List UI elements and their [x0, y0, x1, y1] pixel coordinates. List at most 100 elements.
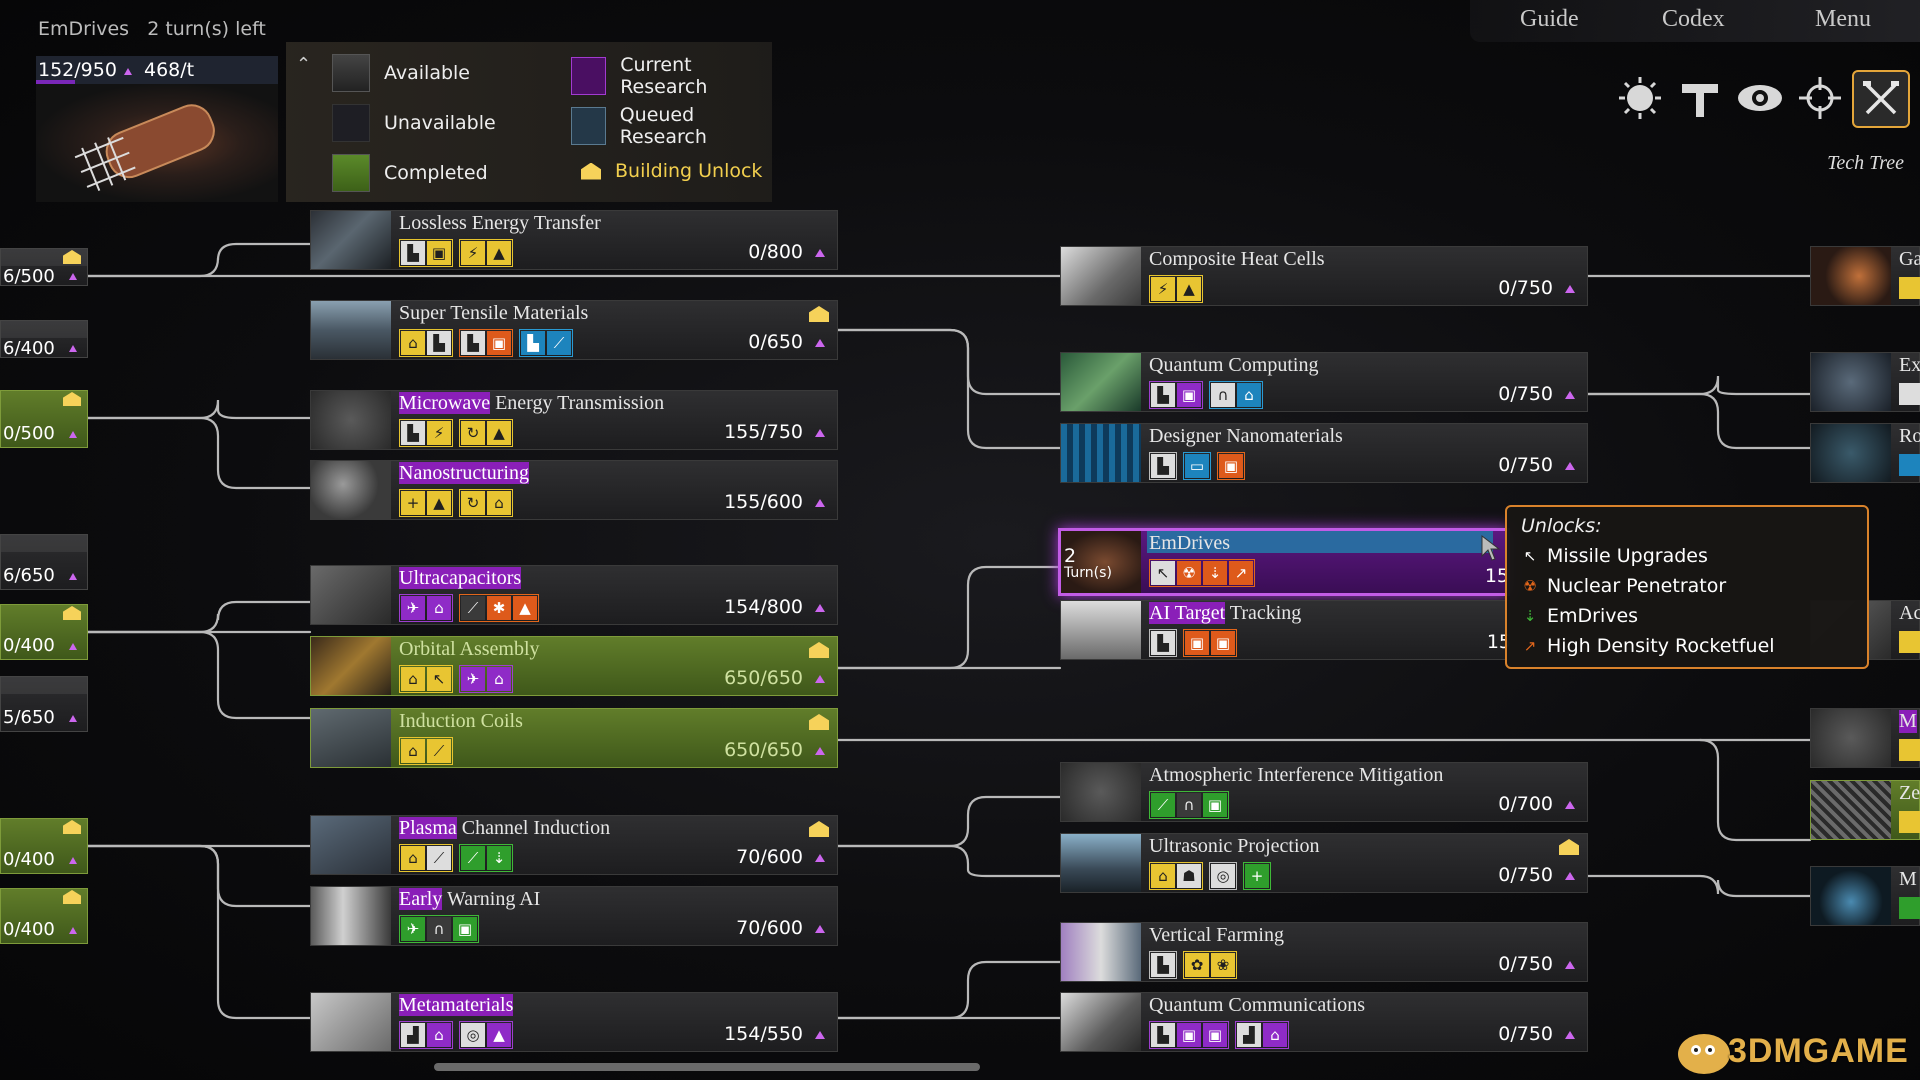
collapse-icon[interactable]: ⌃ — [296, 54, 312, 75]
fuel-icon: ⇣ — [487, 846, 511, 870]
building-icon: ⌂ — [487, 491, 511, 515]
left-tech-1[interactable]: 6/500 — [0, 248, 88, 287]
sun-icon[interactable] — [1614, 72, 1666, 124]
ship-icon: ✈ — [461, 667, 485, 691]
tech-quantum-communications[interactable]: Quantum Communications ▙▣▣▟⌂ 0/750 — [1060, 992, 1588, 1052]
right-tech-6[interactable]: Ze — [1810, 780, 1920, 840]
tech-vertical-farming[interactable]: Vertical Farming ▙✿❀ 0/750 — [1060, 922, 1588, 982]
missile-icon: ✱ — [487, 596, 511, 620]
tech-designer-nanomaterials[interactable]: Designer Nanomaterials ▙▭▣ 0/750 — [1060, 423, 1588, 483]
fuel-icon: ⇣ — [1203, 561, 1227, 585]
rocket-icon: ↗ — [1229, 561, 1253, 585]
tech-image — [311, 461, 391, 519]
tech-image — [1061, 993, 1141, 1051]
tech-nanostructuring[interactable]: Nanostructuring +▲↻⌂ 155/600 — [310, 460, 838, 520]
hammer-icon[interactable] — [1674, 72, 1726, 124]
tech-image — [1061, 763, 1141, 821]
right-tech-1[interactable]: Ga — [1810, 246, 1920, 306]
tech-composite-heat-cells[interactable]: Composite Heat Cells ⚡▲ 0/750 — [1060, 246, 1588, 306]
right-tech-3[interactable]: Ro — [1810, 423, 1920, 483]
tech-image — [311, 301, 391, 359]
science-arrow-icon — [1565, 1031, 1575, 1039]
tech-emdrives[interactable]: EmDrives ↖☢⇣↗ 15 — [1058, 528, 1510, 596]
menu-button[interactable]: Menu — [1815, 6, 1871, 32]
science-arrow-icon — [815, 429, 825, 437]
upgrade-icon: ▣ — [453, 917, 477, 941]
tech-metamaterials[interactable]: Metamaterials ▟⌂◎▲ 154/550 — [310, 992, 838, 1052]
current-research-bar: 152/950 468/t — [36, 56, 278, 84]
tech-ultracapacitors[interactable]: Ultracapacitors ✈⌂⟋✱▲ 154/800 — [310, 565, 838, 625]
science-arrow-icon — [815, 339, 825, 347]
codex-button[interactable]: Codex — [1662, 6, 1725, 32]
left-tech-5[interactable]: 0/400 — [0, 604, 88, 660]
building-icon: ⌂ — [1237, 383, 1261, 407]
building-icon: ▣ — [1211, 631, 1235, 655]
nuke-icon: ☢ — [1523, 577, 1537, 595]
tech-lossless-energy-transfer[interactable]: Lossless Energy Transfer ▙▣⚡▲ 0/800 — [310, 210, 838, 270]
left-tech-8[interactable]: 0/400 — [0, 888, 88, 944]
right-tech-5[interactable]: M — [1810, 708, 1920, 768]
tech-atmospheric-interference-mitigation[interactable]: Atmospheric Interference Mitigation ⟋∩▣ … — [1060, 762, 1588, 822]
chart-icon: ⟋ — [547, 331, 571, 355]
upgrade-icon: ▲ — [487, 1023, 511, 1047]
left-tech-7[interactable]: 0/400 — [0, 818, 88, 874]
weapon-icon: ⟋ — [427, 739, 451, 763]
crosshair-icon[interactable] — [1794, 72, 1846, 124]
right-tech-7[interactable]: M — [1810, 866, 1920, 926]
tech-early-warning-ai[interactable]: Early Warning AI ✈∩▣ 70/600 — [310, 886, 838, 946]
tech-tree-icon[interactable] — [1852, 70, 1910, 128]
legend-available: Available — [332, 54, 470, 92]
horizontal-scrollbar[interactable] — [434, 1063, 980, 1071]
science-arrow-icon — [815, 675, 825, 683]
tech-image — [1061, 531, 1141, 593]
ship-icon: ✈ — [401, 596, 425, 620]
tech-ultrasonic-projection[interactable]: Ultrasonic Projection ⌂☗◎+ 0/750 — [1060, 833, 1588, 893]
tech-plasma-channel-induction[interactable]: Plasma Channel Induction ⌂⟋⟋⇣ 70/600 — [310, 815, 838, 875]
guide-button[interactable]: Guide — [1520, 6, 1579, 32]
legend-panel: ⌃ Available Unavailable Completed Curren… — [286, 42, 772, 202]
tech-quantum-computing[interactable]: Quantum Computing ▙▣∩⌂ 0/750 — [1060, 352, 1588, 412]
factory-icon: ▙ — [1151, 953, 1175, 977]
current-research-panel[interactable]: EmDrives 2 turn(s) left 152/950 468/t — [36, 14, 278, 202]
tech-microwave-energy-transmission[interactable]: Microwave Energy Transmission ▙⚡↻▲ 155/7… — [310, 390, 838, 450]
document-icon: ▟ — [1237, 1023, 1261, 1047]
science-arrow-icon — [124, 68, 132, 75]
swatch-available — [332, 54, 370, 92]
building-icon: ⌂ — [1263, 1023, 1287, 1047]
tech-image — [311, 887, 391, 945]
left-tech-6[interactable]: 5/650 — [0, 676, 88, 732]
factory-icon: ▙ — [1151, 631, 1175, 655]
building-icon — [809, 714, 829, 730]
eye-icon[interactable] — [1734, 72, 1786, 124]
tech-induction-coils[interactable]: Induction Coils ⌂⟋ 650/650 — [310, 708, 838, 768]
science-arrow-icon — [815, 854, 825, 862]
tech-super-tensile-materials[interactable]: Super Tensile Materials ⌂▙▙▣▙⟋ 0/650 — [310, 300, 838, 360]
document-icon: ▟ — [401, 1023, 425, 1047]
current-progress: 152/950 — [38, 59, 117, 81]
building-icon — [809, 642, 829, 658]
tech-image — [1061, 601, 1141, 659]
cursor-icon: ↖ — [427, 667, 451, 691]
tech-image — [1061, 247, 1141, 305]
weapon-icon: ⟋ — [461, 846, 485, 870]
building-icon: ▣ — [1185, 631, 1209, 655]
building-icon — [1559, 839, 1579, 855]
left-tech-4[interactable]: 6/650 — [0, 534, 88, 590]
building-icon — [63, 606, 81, 620]
tech-orbital-assembly[interactable]: Orbital Assembly ⌂↖✈⌂ 650/650 — [310, 636, 838, 696]
right-tech-2[interactable]: Ex — [1810, 352, 1920, 412]
tooltip-item: ↗High Density Rocketfuel — [1521, 631, 1853, 661]
swatch-queued — [571, 107, 606, 145]
upgrade-icon: ▲ — [513, 596, 537, 620]
left-tech-2[interactable]: 6/400 — [0, 320, 88, 359]
mascot-icon — [1678, 1034, 1730, 1074]
legend-building-unlock: Building Unlock — [581, 160, 762, 182]
rocket-icon: ↗ — [1523, 637, 1537, 655]
building-icon: ▣ — [1219, 454, 1243, 478]
factory-icon: ▙ — [401, 421, 425, 445]
tech-image — [1061, 834, 1141, 892]
tech-ai-target-tracking[interactable]: AI Target Tracking ▙▣▣ 15 — [1060, 600, 1511, 660]
building-icon — [63, 890, 81, 904]
left-tech-3[interactable]: 0/500 — [0, 390, 88, 448]
upgrade-icon: ▣ — [1203, 793, 1227, 817]
